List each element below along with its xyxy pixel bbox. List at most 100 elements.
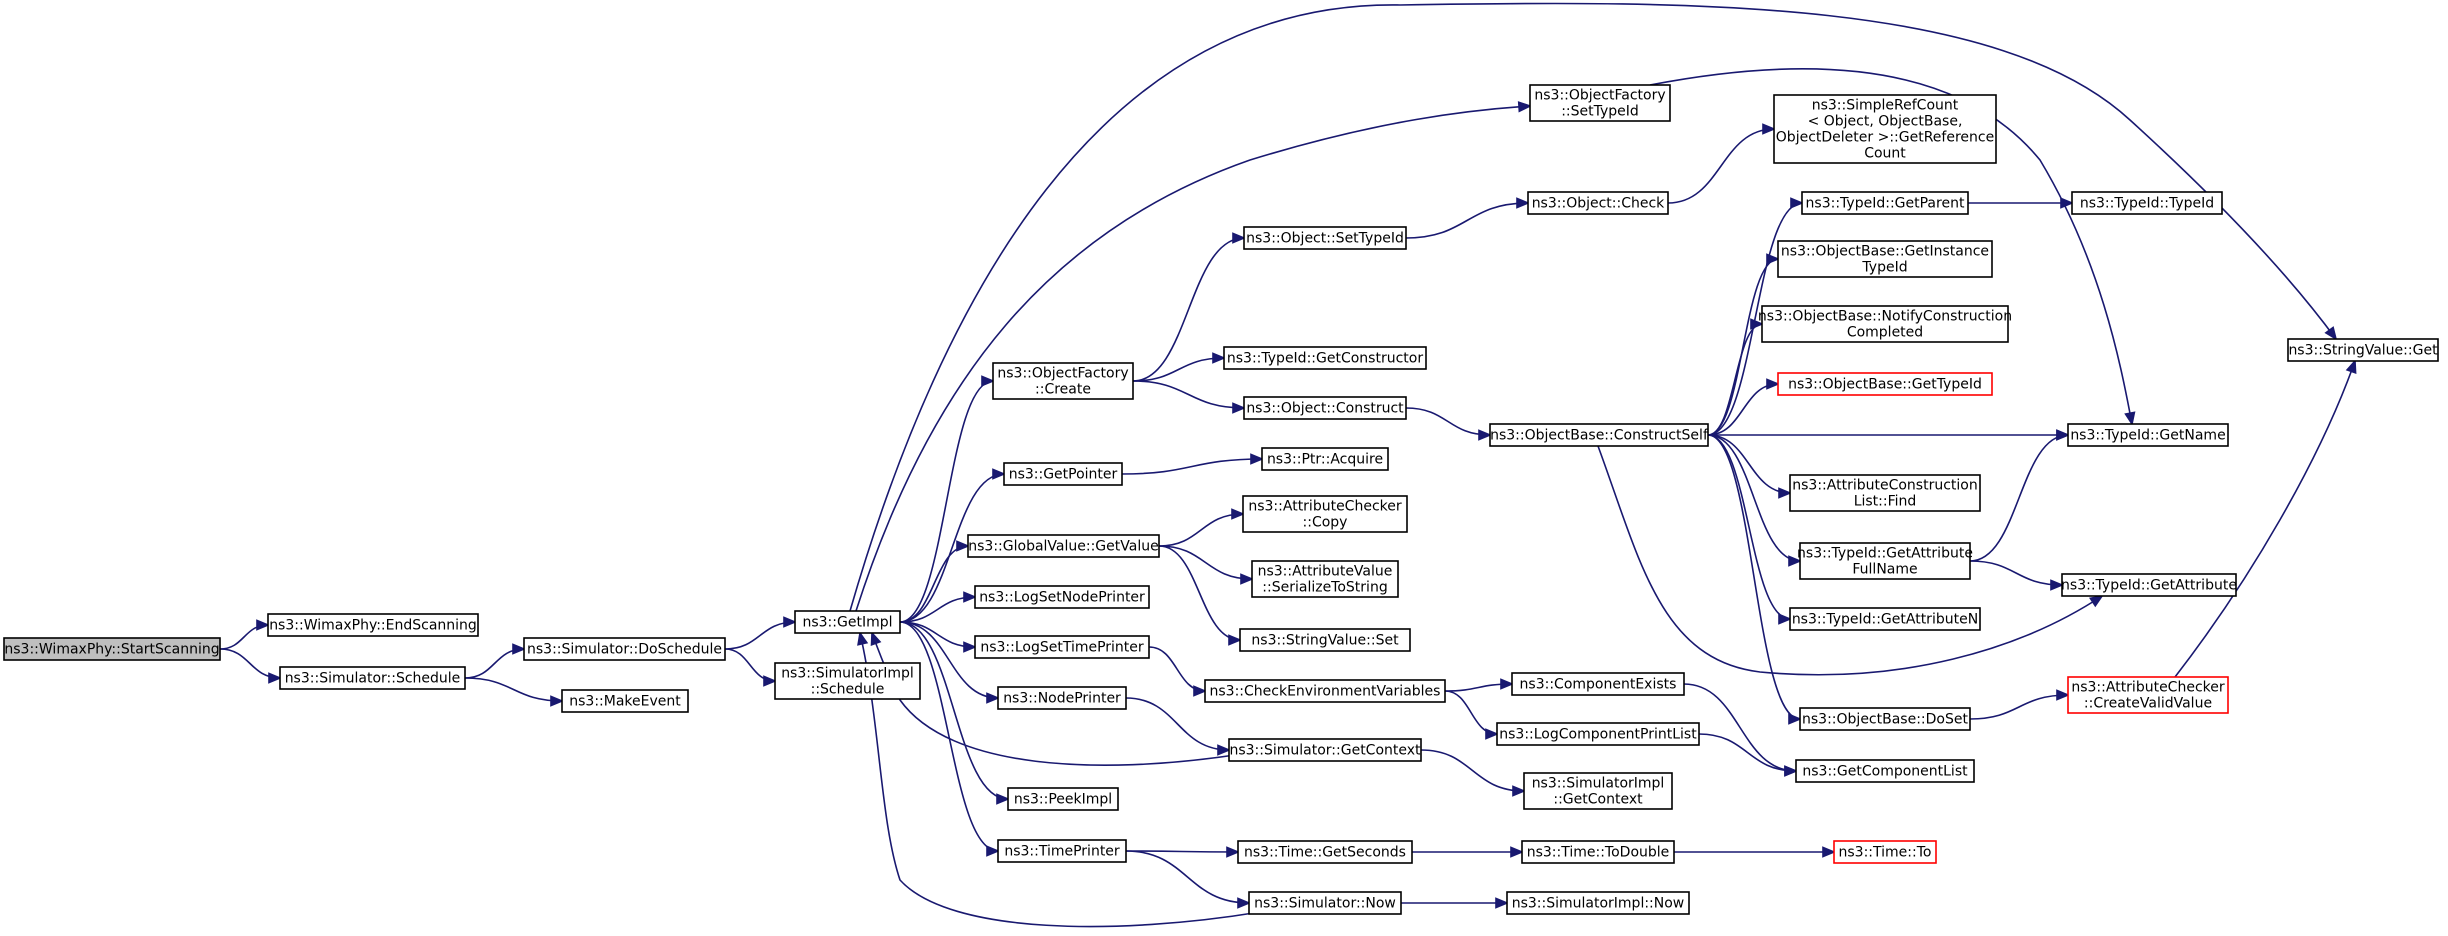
edge-schedule-to-makeevent bbox=[464, 677, 565, 707]
node-label: List::Find bbox=[1854, 494, 1917, 510]
node-getattrn[interactable]: ns3::TypeId::GetAttributeN bbox=[1789, 607, 1981, 631]
node-getname[interactable]: ns3::TypeId::GetName bbox=[2067, 423, 2229, 447]
node-box bbox=[2067, 423, 2229, 447]
node-simimplsched[interactable]: ns3::SimulatorImpl::Schedule bbox=[774, 662, 921, 700]
node-checkenv[interactable]: ns3::CheckEnvironmentVariables bbox=[1204, 679, 1446, 703]
node-globalvalue[interactable]: ns3::GlobalValue::GetValue bbox=[967, 534, 1160, 558]
node-logtimeprinter[interactable]: ns3::LogSetTimePrinter bbox=[974, 635, 1150, 659]
node-timeprinter[interactable]: ns3::TimePrinter bbox=[997, 839, 1127, 863]
node-simgetcontext[interactable]: ns3::Simulator::GetContext bbox=[1228, 738, 1422, 762]
node-makeevent[interactable]: ns3::MakeEvent bbox=[561, 689, 689, 713]
node-getpointer[interactable]: ns3::GetPointer bbox=[1003, 462, 1123, 486]
node-typeidtypeid[interactable]: ns3::TypeId::TypeId bbox=[2071, 191, 2223, 215]
node-stringvalset[interactable]: ns3::StringValue::Set bbox=[1239, 628, 1411, 652]
node-createvalid[interactable]: ns3::AttributeChecker::CreateValidValue bbox=[2067, 676, 2229, 714]
node-label: TypeId bbox=[1861, 260, 1907, 276]
node-logcompprint[interactable]: ns3::LogComponentPrintList bbox=[1496, 722, 1700, 746]
edge-line bbox=[899, 380, 994, 623]
node-attrcheckcopy[interactable]: ns3::AttributeChecker::Copy bbox=[1242, 495, 1408, 533]
node-objfactcreate[interactable]: ns3::ObjectFactory::Create bbox=[992, 362, 1134, 400]
node-timetodouble[interactable]: ns3::Time::ToDouble bbox=[1521, 840, 1675, 864]
edge-objsettype-to-objcheck bbox=[1405, 197, 1531, 239]
node-label: ns3::Object::Check bbox=[1532, 196, 1665, 212]
node-getparent[interactable]: ns3::TypeId::GetParent bbox=[1801, 191, 1969, 215]
edge-line bbox=[2174, 360, 2356, 678]
node-box bbox=[1239, 628, 1411, 652]
node-objsettype[interactable]: ns3::Object::SetTypeId bbox=[1243, 226, 1407, 250]
node-simplerefcount[interactable]: ns3::SimpleRefCount< Object, ObjectBase,… bbox=[1773, 94, 1997, 164]
arrowhead-icon bbox=[1231, 508, 1246, 520]
edge-getimpl-to-globalvalue bbox=[899, 540, 971, 623]
node-ptracquire[interactable]: ns3::Ptr::Acquire bbox=[1261, 447, 1389, 471]
edge-line bbox=[1969, 560, 2063, 586]
node-box bbox=[1251, 560, 1399, 598]
node-label: ns3::WimaxPhy::StartScanning bbox=[4, 642, 219, 658]
node-objcheck[interactable]: ns3::Object::Check bbox=[1527, 191, 1669, 215]
node-box bbox=[1523, 772, 1673, 810]
edge-line bbox=[1707, 323, 1763, 436]
node-obgettypeid[interactable]: ns3::ObjectBase::GetTypeId bbox=[1777, 372, 1993, 396]
arrowhead-icon bbox=[870, 631, 882, 647]
arrowhead-icon bbox=[963, 591, 978, 603]
node-label: ns3::TypeId::TypeId bbox=[2080, 196, 2214, 212]
node-getattribute[interactable]: ns3::TypeId::GetAttribute bbox=[2061, 573, 2237, 597]
arrowhead-icon bbox=[1784, 765, 1799, 777]
arrowhead-icon bbox=[1226, 846, 1241, 858]
node-constructself[interactable]: ns3::ObjectBase::ConstructSelf bbox=[1489, 423, 1709, 447]
node-endscan[interactable]: ns3::WimaxPhy::EndScanning bbox=[267, 613, 479, 637]
edge-simnow-to-getimpl bbox=[857, 630, 1261, 928]
node-timegetsec[interactable]: ns3::Time::GetSeconds bbox=[1237, 840, 1413, 864]
node-box bbox=[561, 689, 689, 713]
node-getimpl[interactable]: ns3::GetImpl bbox=[794, 610, 901, 634]
node-label: ns3::TypeId::GetAttribute bbox=[1797, 546, 1973, 562]
arrowhead-icon bbox=[550, 695, 565, 707]
node-peekimpl[interactable]: ns3::PeekImpl bbox=[1007, 787, 1119, 811]
node-lognodeprinter[interactable]: ns3::LogSetNodePrinter bbox=[974, 585, 1150, 609]
node-box bbox=[974, 585, 1150, 609]
node-compexists[interactable]: ns3::ComponentExists bbox=[1511, 672, 1685, 696]
node-stringvalget[interactable]: ns3::StringValue::Get bbox=[2287, 338, 2439, 362]
node-getconstructor[interactable]: ns3::TypeId::GetConstructor bbox=[1223, 346, 1427, 370]
node-label: ns3::AttributeChecker bbox=[2071, 680, 2225, 696]
node-simnow[interactable]: ns3::Simulator::Now bbox=[1248, 891, 1402, 915]
node-getcomplist[interactable]: ns3::GetComponentList bbox=[1795, 759, 1975, 783]
node-timeto[interactable]: ns3::Time::To bbox=[1833, 840, 1937, 864]
node-box bbox=[794, 610, 901, 634]
node-label: ns3::StringValue::Set bbox=[1251, 633, 1399, 649]
edge-line bbox=[1969, 434, 2069, 562]
node-objfactsettype[interactable]: ns3::ObjectFactory::SetTypeId bbox=[1529, 84, 1671, 122]
node-schedule[interactable]: ns3::Simulator::Schedule bbox=[279, 666, 466, 690]
node-obdoset[interactable]: ns3::ObjectBase::DoSet bbox=[1799, 707, 1971, 731]
arrowhead-icon bbox=[1237, 897, 1252, 909]
arrowhead-icon bbox=[256, 619, 271, 631]
node-box bbox=[1243, 396, 1407, 420]
node-label: ns3::Time::To bbox=[1839, 845, 1932, 861]
node-label: ns3::TypeId::GetAttribute bbox=[2061, 578, 2237, 594]
node-label: ns3::Simulator::Schedule bbox=[285, 671, 461, 687]
edge-simnow-to-simimplnow bbox=[1401, 897, 1510, 909]
node-objconstruct[interactable]: ns3::Object::Construct bbox=[1243, 396, 1407, 420]
edge-line bbox=[1420, 749, 1525, 792]
arrowhead-icon bbox=[268, 672, 283, 684]
node-notifyconst[interactable]: ns3::ObjectBase::NotifyConstructionCompl… bbox=[1758, 305, 2012, 343]
node-box bbox=[2071, 191, 2223, 215]
node-doschedule[interactable]: ns3::Simulator::DoSchedule bbox=[523, 637, 726, 661]
node-label: ns3::Simulator::GetContext bbox=[1229, 743, 1421, 759]
edge-constructself-to-getattribute bbox=[1597, 445, 2104, 676]
node-start[interactable]: ns3::WimaxPhy::StartScanning bbox=[3, 637, 221, 661]
node-simimplnow[interactable]: ns3::SimulatorImpl::Now bbox=[1506, 891, 1690, 915]
arrowhead-icon bbox=[783, 616, 798, 628]
node-simimplgetctx[interactable]: ns3::SimulatorImpl::GetContext bbox=[1523, 772, 1673, 810]
node-attrvalser[interactable]: ns3::AttributeValue::SerializeToString bbox=[1251, 560, 1399, 598]
edge-objfactsettype-to-getname bbox=[1649, 67, 2136, 427]
edge-line bbox=[1707, 434, 1801, 562]
node-label: ::Schedule bbox=[811, 682, 885, 698]
node-label: ns3::Simulator::DoSchedule bbox=[527, 642, 722, 658]
arrowhead-icon bbox=[2056, 689, 2071, 701]
edge-constructself-to-getinstance bbox=[1707, 253, 1781, 436]
node-nodeprinter[interactable]: ns3::NodePrinter bbox=[997, 686, 1127, 710]
